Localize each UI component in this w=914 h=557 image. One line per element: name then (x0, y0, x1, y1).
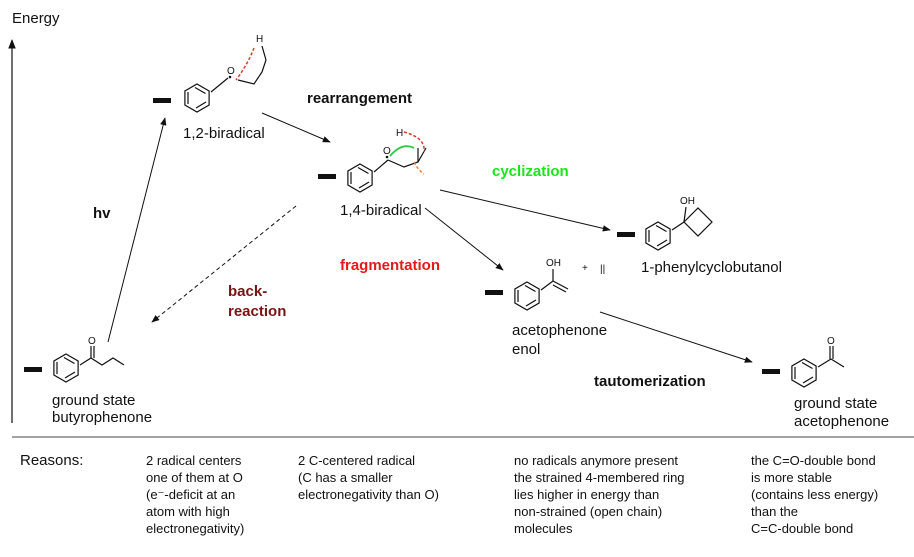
label-hv: hv (93, 205, 111, 222)
label-fragmentation: fragmentation (340, 257, 440, 274)
reason-line: atom with high (146, 504, 230, 519)
energy-axis-label: Energy (12, 10, 60, 27)
level-bar-12-biradical (153, 98, 171, 103)
arrow-tautomerization (599, 311, 753, 363)
acetophenone-enol-structure: OH + || (514, 258, 605, 311)
acetophenone-enol-label: acetophenone enol (512, 322, 611, 358)
biradical-14-oxygen: O (383, 146, 391, 157)
reason-column-tautomerization: the C=O-double bond is more stable (cont… (751, 452, 878, 537)
reason-line: molecules (514, 521, 573, 536)
reason-line: (e⁻-deficit at an (146, 487, 236, 502)
reason-line: non-strained (open chain) (514, 504, 663, 519)
level-bar-phenylcyclobutanol (617, 232, 635, 237)
label-back-reaction: back- reaction (228, 283, 286, 320)
acetophenone-oxygen: O (827, 336, 835, 347)
biradical-14-structure: O H (347, 128, 427, 193)
reason-line: is more stable (751, 470, 832, 485)
phenylcyclobutanol-label: 1-phenylcyclobutanol (641, 259, 782, 276)
reason-column-biradical-14: 2 C-centered radical (C has a smaller el… (298, 452, 439, 503)
reason-line: (contains less energy) (751, 487, 879, 502)
label-rearrangement: rearrangement (307, 90, 412, 107)
biradical-12-label: 1,2-biradical (183, 125, 265, 142)
biradical-14-hydrogen: H (396, 128, 403, 139)
reason-line: 2 radical centers (146, 453, 242, 468)
arrow-cyclization (439, 189, 611, 232)
reason-line: 2 C-centered radical (298, 453, 416, 468)
reason-line: the strained 4-membered ring (514, 470, 685, 485)
arrow-back-reaction (151, 205, 297, 323)
phenylcyclobutanol-oh: OH (680, 196, 695, 207)
level-bar-acetophenone (762, 369, 780, 374)
reason-line: one of them at O (146, 470, 243, 485)
reason-line: C=C-double bond (751, 521, 854, 536)
acetophenone-enol-oh: OH (546, 258, 561, 269)
biradical-12-hydrogen: H (256, 34, 263, 45)
reason-line: electronegativity) (146, 521, 245, 536)
reason-column-biradical-12: 2 radical centers one of them at O (e⁻-d… (146, 452, 244, 537)
reason-line: electronegativity than O) (298, 487, 439, 502)
arrow-hv (107, 117, 167, 343)
phenylcyclobutanol-structure: OH (645, 196, 713, 251)
label-cyclization: cyclization (492, 163, 569, 180)
butyrophenone-oxygen: O (88, 336, 96, 347)
level-bar-14-biradical (318, 174, 336, 179)
reason-line: no radicals anymore present (514, 453, 679, 468)
reason-line: than the (751, 504, 798, 519)
arrow-fragmentation (424, 207, 504, 271)
reason-line: the C=O-double bond (751, 453, 876, 468)
ethylene-symbol: || (600, 264, 605, 275)
arrow-rearrangement (261, 112, 331, 143)
reasons-title: Reasons: (20, 452, 83, 469)
level-bar-acetophenone-enol (485, 290, 503, 295)
acetophenone-enol-plus: + (582, 263, 588, 274)
biradical-14-label: 1,4-biradical (340, 202, 422, 219)
reason-line: (C has a smaller (298, 470, 393, 485)
butyrophenone-structure: O (53, 336, 125, 383)
reason-line: lies higher in energy than (514, 487, 660, 502)
reason-column-cyclization: no radicals anymore present the strained… (514, 452, 685, 537)
level-bar-butyrophenone (24, 367, 42, 372)
acetophenone-structure: O (791, 336, 845, 388)
butyrophenone-label: ground state butyrophenone (52, 392, 152, 426)
acetophenone-label: ground state acetophenone (794, 395, 889, 430)
label-tautomerization: tautomerization (594, 373, 706, 390)
biradical-12-oxygen: O (227, 66, 235, 77)
biradical-12-structure: O H (184, 34, 267, 113)
